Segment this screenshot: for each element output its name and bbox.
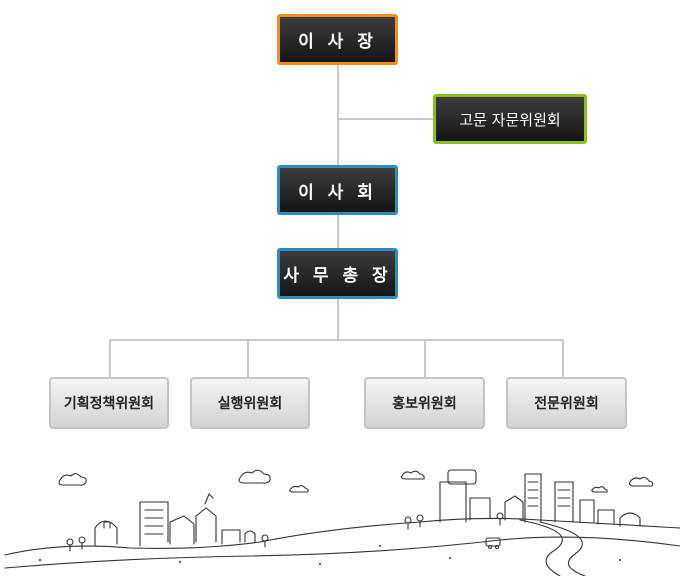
committee-pr-box: 홍보위원회: [364, 377, 485, 429]
cloud-icon: [400, 470, 425, 480]
committee-planning-box: 기획정책위원회: [49, 377, 169, 429]
cloud-icon: [58, 473, 87, 486]
board-box: 이 사 회: [277, 165, 398, 215]
bus-icon: [485, 537, 501, 550]
secretary-general-box: 사 무 총 장: [277, 248, 398, 299]
cloud-icon: [591, 486, 608, 493]
connector-lines: [109, 65, 564, 377]
committee-planning-label: 기획정책위원회: [63, 396, 155, 412]
committee-execution-box: 실행위원회: [190, 377, 310, 429]
ceo-label: 이 사 장: [298, 32, 377, 52]
cloud-icon: [289, 485, 309, 493]
ceo-box: 이 사 장: [277, 14, 398, 65]
advisory-committee-box: 고문 자문위원회: [433, 94, 587, 144]
board-label: 이 사 회: [298, 182, 377, 203]
committee-expert-box: 전문위원회: [506, 377, 627, 429]
advisory-committee-label: 고문 자문위원회: [459, 110, 561, 129]
committee-expert-label: 전문위원회: [534, 396, 599, 412]
cityscape-illustration: [4, 469, 680, 576]
committee-execution-label: 실행위원회: [217, 396, 283, 412]
committee-pr-label: 홍보위원회: [392, 396, 457, 412]
secretary-general-label: 사 무 총 장: [283, 266, 392, 286]
cloud-icon: [628, 476, 654, 487]
cloud-icon: [238, 469, 271, 484]
